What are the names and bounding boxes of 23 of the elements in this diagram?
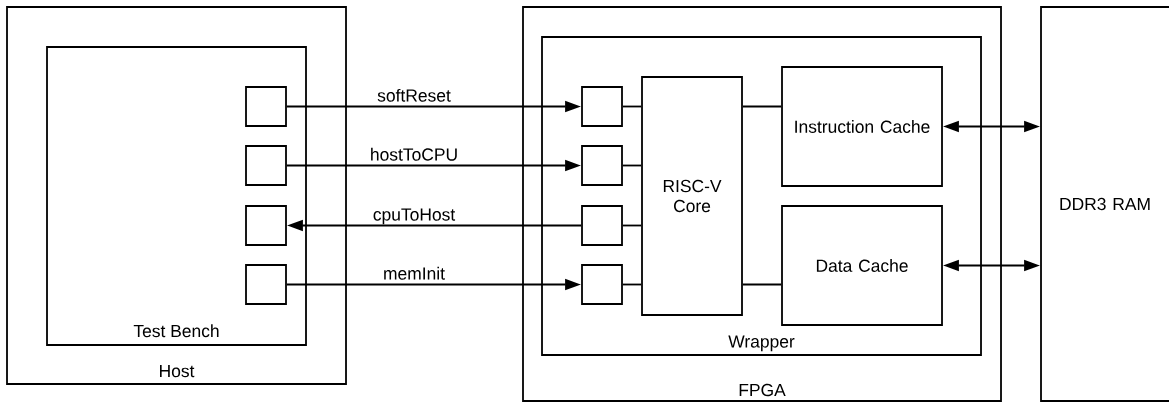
- component-box: DDR3 RAM: [1040, 6, 1169, 402]
- edge-label: softReset: [377, 88, 451, 102]
- port-box: [245, 86, 287, 127]
- container-box: Test Bench: [46, 46, 307, 346]
- edge-label: cpuToHost: [373, 208, 456, 225]
- port-box: [581, 205, 623, 246]
- edge-label: memInit: [384, 266, 445, 280]
- port-box: [581, 145, 623, 186]
- edge-label: hostToCPU: [371, 147, 457, 161]
- component-box: Data Cache: [781, 205, 943, 326]
- port-box: [581, 86, 623, 127]
- component-box: Instruction Cache: [781, 66, 943, 187]
- port-box: [245, 264, 287, 305]
- connector-line: [622, 283, 642, 286]
- connector-line: [742, 105, 782, 108]
- component-box: RISC-V Core: [641, 76, 743, 316]
- connector-line: [622, 105, 642, 108]
- connector-line: [742, 283, 782, 286]
- connector-line: [622, 164, 642, 167]
- port-box: [245, 205, 287, 246]
- port-box: [581, 264, 623, 305]
- connector-line: [622, 224, 642, 227]
- port-box: [245, 145, 287, 186]
